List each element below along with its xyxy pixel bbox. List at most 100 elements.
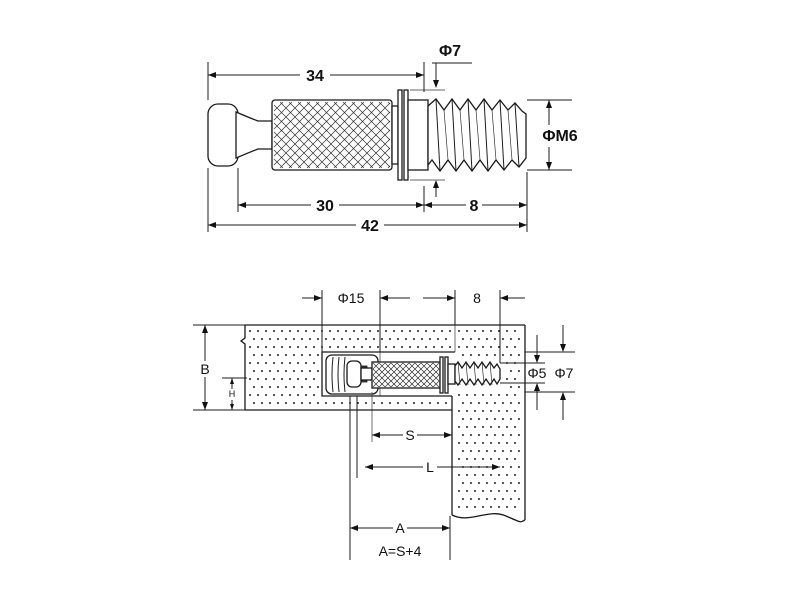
- board-dot: [405, 402, 407, 404]
- bolt-knurled-body: [271, 99, 393, 171]
- board-dot: [510, 466, 512, 468]
- board-dot: [498, 490, 500, 492]
- dimension-8-bottom: 8: [423, 290, 525, 363]
- board-dot: [458, 458, 460, 460]
- knurl-hatch-line: [369, 147, 391, 169]
- knurl-hatch-line: [342, 101, 391, 150]
- board-dot: [249, 362, 251, 364]
- arrowhead: [500, 295, 508, 301]
- board-dot: [421, 338, 423, 340]
- board-dot: [466, 458, 468, 460]
- board-dot: [462, 450, 464, 452]
- board-dot: [257, 378, 259, 380]
- board-dot: [429, 402, 431, 404]
- thread-helix-lines: [435, 98, 520, 172]
- cam-rib: [343, 356, 346, 393]
- board-dot: [381, 402, 383, 404]
- board-dot: [305, 394, 307, 396]
- board-dot: [377, 330, 379, 332]
- board-dot: [498, 474, 500, 476]
- knurl-hatching: [273, 101, 391, 169]
- board-dot: [293, 354, 295, 356]
- bolt-head: [207, 103, 239, 167]
- board-dot: [502, 466, 504, 468]
- knurl-hatch-line: [351, 101, 391, 141]
- board-dot: [502, 482, 504, 484]
- board-dot: [470, 418, 472, 420]
- board-dot: [277, 402, 279, 404]
- board-dot: [470, 498, 472, 500]
- bolt-thread: [427, 97, 527, 173]
- knurl-hatch-line: [378, 101, 391, 114]
- board-dot: [345, 330, 347, 332]
- board-dot: [466, 506, 468, 508]
- board-dot: [482, 426, 484, 428]
- dim-label-42: 42: [361, 218, 379, 235]
- arrowhead: [560, 344, 566, 352]
- board-dot: [506, 458, 508, 460]
- board-dot: [301, 354, 303, 356]
- board-dot: [365, 338, 367, 340]
- arrowhead: [238, 202, 246, 208]
- board-dot: [494, 482, 496, 484]
- board-dot: [289, 394, 291, 396]
- dim-label-m6: ΦM6: [542, 128, 577, 145]
- board-dot: [474, 330, 476, 332]
- board-dot: [313, 378, 315, 380]
- board-dot: [510, 370, 512, 372]
- board-dot: [518, 402, 520, 404]
- board-dot: [281, 330, 283, 332]
- bolt-flange-plate: [397, 89, 403, 181]
- board-dot: [510, 418, 512, 420]
- board-dot: [337, 330, 339, 332]
- board-dot: [470, 354, 472, 356]
- board-dot: [486, 418, 488, 420]
- board-dot: [309, 386, 311, 388]
- board-dot: [466, 442, 468, 444]
- dim-label-30: 30: [316, 198, 334, 215]
- arrowhead: [350, 525, 358, 531]
- board-dot: [498, 442, 500, 444]
- dimension-cam-diameter: Φ15: [302, 290, 410, 352]
- knurl-hatch-line: [372, 380, 380, 388]
- board-dot: [518, 386, 520, 388]
- arrowhead: [492, 464, 500, 470]
- board-dot: [361, 330, 363, 332]
- cam-bolt-head: [346, 360, 362, 388]
- board-dot: [510, 338, 512, 340]
- knurl-hatch-line: [273, 122, 320, 169]
- arrowhead: [208, 222, 216, 228]
- board-dot: [437, 402, 439, 404]
- board-dot: [393, 346, 395, 348]
- board-dot: [253, 370, 255, 372]
- board-dot: [486, 482, 488, 484]
- board-dot: [490, 346, 492, 348]
- knurl-hatch-line: [342, 120, 391, 169]
- cam-rib: [331, 356, 334, 393]
- board-dot: [373, 338, 375, 340]
- board-dot: [369, 346, 371, 348]
- board-dot: [345, 346, 347, 348]
- board-dot: [518, 482, 520, 484]
- side-panel-break-line: [451, 513, 526, 523]
- board-dot: [494, 450, 496, 452]
- board-dot: [518, 434, 520, 436]
- board-dot: [494, 354, 496, 356]
- board-dot: [405, 338, 407, 340]
- dim-label-phi15: Φ15: [338, 290, 365, 306]
- board-dot: [325, 402, 327, 404]
- board-dot: [482, 442, 484, 444]
- board-dot: [514, 346, 516, 348]
- board-dot: [249, 394, 251, 396]
- board-dot: [417, 330, 419, 332]
- dimension-34: 34: [207, 62, 425, 100]
- board-dot: [249, 346, 251, 348]
- board-dot: [273, 346, 275, 348]
- board-dot: [506, 378, 508, 380]
- board-dot: [313, 330, 315, 332]
- board-dot: [498, 426, 500, 428]
- assembled-knurl-hatching: [372, 362, 440, 388]
- dimension-b: B: [193, 324, 245, 411]
- board-dot: [514, 490, 516, 492]
